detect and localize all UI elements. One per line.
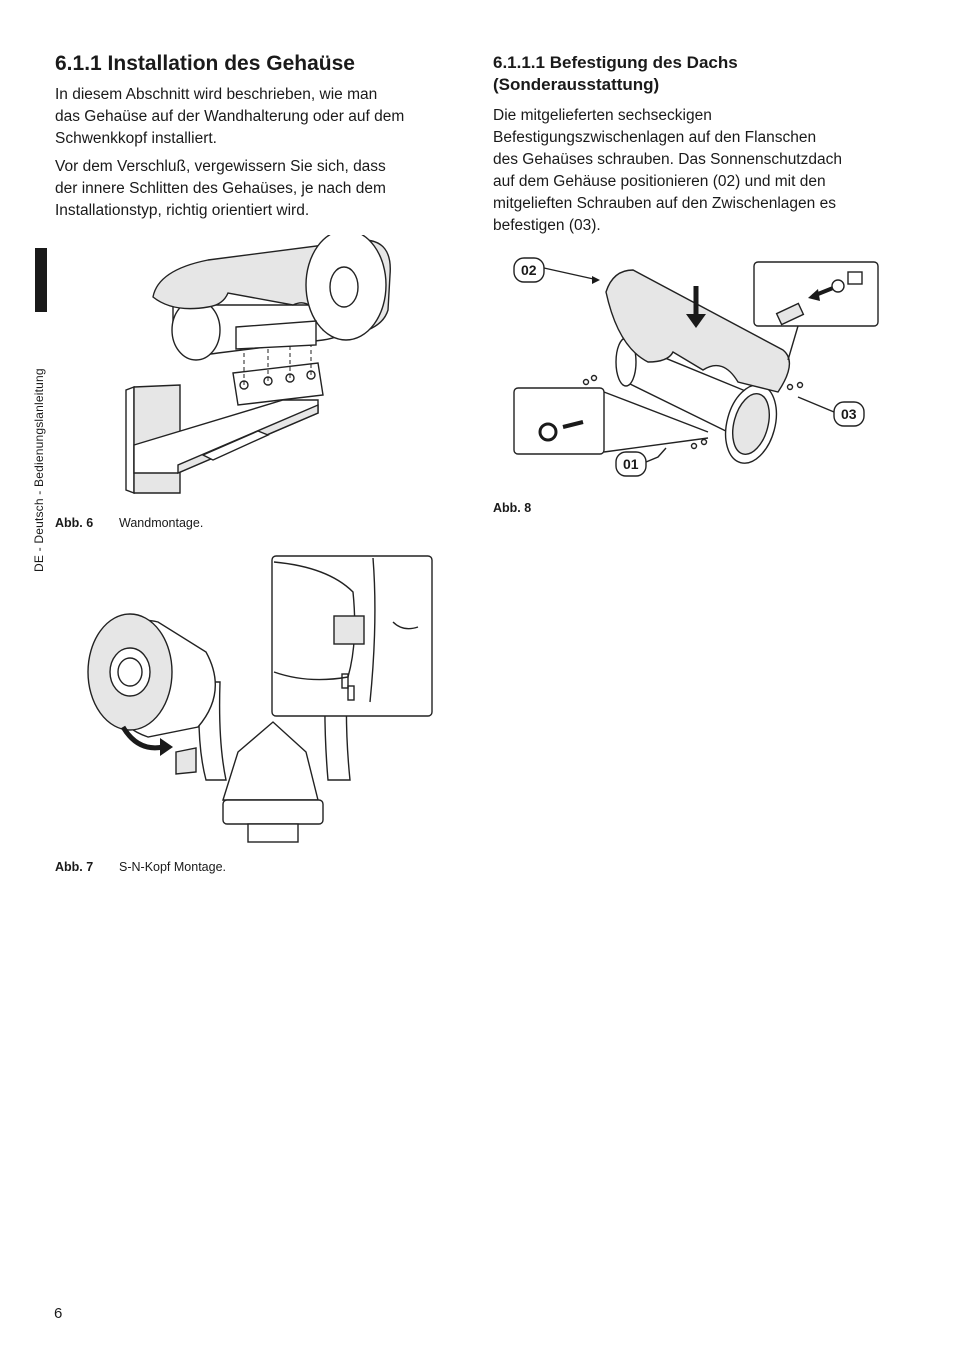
text-line: Schwenkkopf installiert. bbox=[55, 130, 217, 147]
page-number: 6 bbox=[54, 1305, 63, 1322]
sidebar-marker bbox=[35, 248, 47, 312]
intro-paragraph: In diesem Abschnitt wird beschrieben, wi… bbox=[55, 84, 465, 150]
text-line: Die mitgelieferten sechseckigen bbox=[493, 107, 712, 124]
callout-02: 02 bbox=[521, 262, 537, 278]
figure-wall-mount bbox=[125, 235, 391, 495]
subsection-heading: 6.1.1.1 Befestigung des Dachs (Sonderaus… bbox=[493, 52, 893, 96]
figure-7-caption: S-N-Kopf Montage. bbox=[119, 860, 226, 874]
text-line: der innere Schlitten des Gehaüses, je na… bbox=[55, 180, 386, 197]
text-line: Befestigungszwischenlagen auf den Flansc… bbox=[493, 129, 817, 146]
text-line: des Gehaüses schrauben. Das Sonnenschutz… bbox=[493, 151, 842, 168]
text-line: befestigen (03). bbox=[493, 217, 601, 234]
figure-6-label: Abb. 6 bbox=[55, 516, 94, 530]
heading-line: 6.1.1.1 Befestigung des Dachs bbox=[493, 53, 738, 72]
callout-01: 01 bbox=[623, 456, 639, 472]
section-heading: 6.1.1 Installation des Gehaüse bbox=[55, 52, 355, 75]
text-line: Installationstyp, richtig orientiert wir… bbox=[55, 202, 310, 219]
sidebar-language-label: DE - Deutsch - Bedienungslanleitung bbox=[32, 368, 46, 572]
callout-03: 03 bbox=[841, 406, 857, 422]
figure-7-label: Abb. 7 bbox=[55, 860, 94, 874]
text-line: Vor dem Verschluß, vergewissern Sie sich… bbox=[55, 158, 386, 175]
figure-sunshield: 02 03 01 bbox=[513, 257, 879, 477]
figure-6-caption: Wandmontage. bbox=[119, 516, 204, 530]
figure-pan-tilt-mount bbox=[87, 555, 433, 843]
figure-8-label: Abb. 8 bbox=[493, 501, 532, 515]
text-line: In diesem Abschnitt wird beschrieben, wi… bbox=[55, 86, 378, 103]
text-line: mitgelieften Schrauben auf den Zwischenl… bbox=[493, 195, 836, 212]
text-line: auf dem Gehäuse positionieren (02) und m… bbox=[493, 173, 826, 190]
orientation-paragraph: Vor dem Verschluß, vergewissern Sie sich… bbox=[55, 156, 465, 222]
heading-line: (Sonderausstattung) bbox=[493, 75, 660, 94]
text-line: das Gehaüse auf der Wandhalterung oder a… bbox=[55, 108, 405, 125]
sunshield-paragraph: Die mitgelieferten sechseckigen Befestig… bbox=[493, 105, 913, 237]
